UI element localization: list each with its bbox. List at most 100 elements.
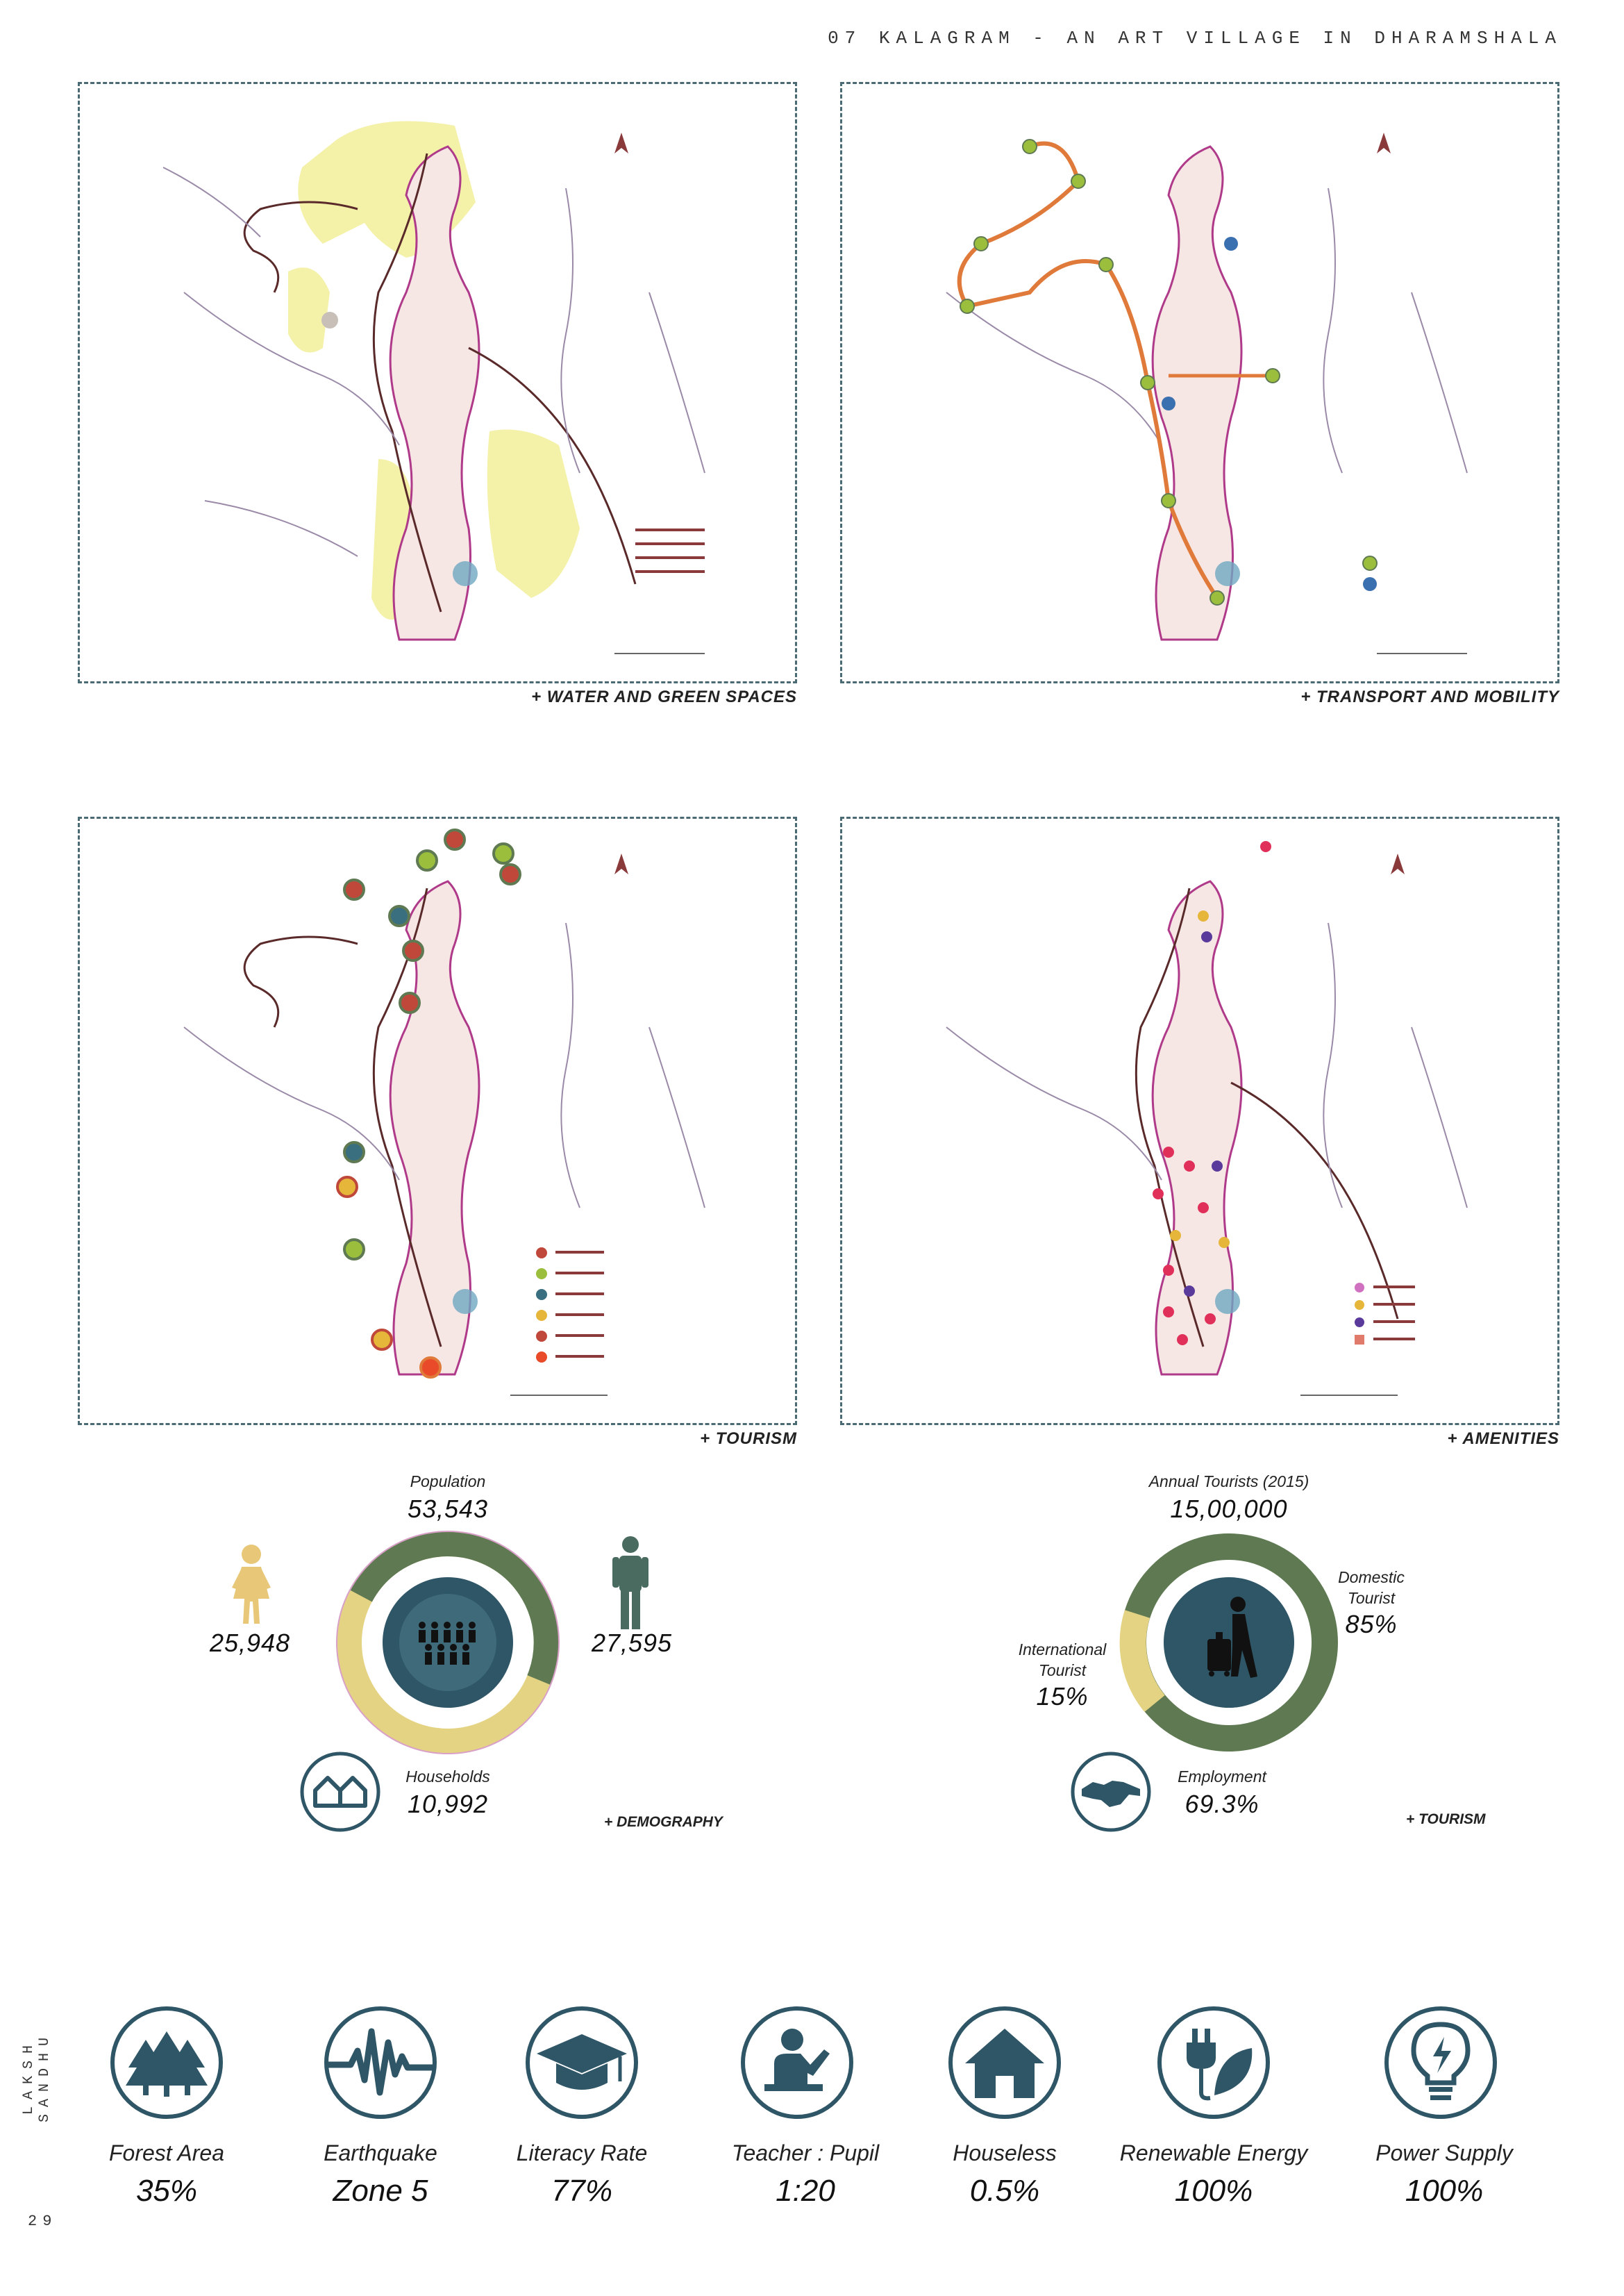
indicator-value: 0.5% <box>969 2174 1040 2208</box>
households-value: 10,992 <box>407 1790 489 1818</box>
stream <box>560 922 580 1208</box>
trees-icon <box>110 2006 223 2119</box>
water-body <box>1215 561 1240 586</box>
hospital-marker <box>1201 931 1212 942</box>
hospital-marker <box>1184 1286 1195 1297</box>
female-count: 25,948 <box>209 1629 291 1657</box>
indicator-value: 100% <box>1174 2174 1253 2208</box>
religious-attractor-marker <box>499 863 521 885</box>
bus-stop-marker <box>1140 375 1155 390</box>
north-arrow-icon <box>614 854 628 874</box>
road <box>243 935 358 1028</box>
road <box>243 201 358 293</box>
map-tourism <box>78 817 797 1425</box>
male-ring-segment <box>350 1531 449 1602</box>
map-legend <box>1355 1283 1415 1345</box>
nature-attractor-marker <box>492 842 514 865</box>
stream <box>1323 188 1343 474</box>
cultural-attractor-marker <box>336 1176 358 1198</box>
road <box>1230 1081 1399 1320</box>
stream <box>162 167 261 238</box>
recreational-attractor-marker <box>419 1356 442 1379</box>
female-icon <box>232 1545 271 1624</box>
forest-zone <box>288 267 330 353</box>
school-marker <box>1177 1334 1188 1345</box>
road <box>372 153 442 613</box>
parking-marker <box>1224 237 1238 251</box>
lightbulb-icon <box>1384 2006 1497 2119</box>
bus-route <box>957 141 1219 599</box>
nature-attractor-marker <box>416 849 438 872</box>
stream <box>204 500 358 557</box>
school-marker <box>1153 1188 1164 1199</box>
male-count: 27,595 <box>591 1629 673 1657</box>
map-transport-mobility <box>840 82 1559 683</box>
stream <box>648 292 705 474</box>
religious-attractor-marker <box>444 829 466 851</box>
author-name: LAKSH SANDHU <box>21 2031 53 2123</box>
indicator-label: Power Supply <box>1375 2140 1513 2165</box>
forest-zone <box>487 429 580 598</box>
international-label-1: International <box>1018 1640 1107 1658</box>
school-marker <box>1184 1161 1195 1172</box>
indicator-value: 100% <box>1405 2174 1484 2208</box>
teacher-icon <box>741 2006 853 2119</box>
stream <box>560 188 580 474</box>
tourist-split-donut <box>1119 1533 1338 1752</box>
phc-marker <box>1170 1230 1181 1241</box>
bus-stop-marker <box>1022 139 1037 154</box>
bus-stop-marker <box>1161 493 1176 508</box>
religious-attractor-marker <box>402 940 424 962</box>
map-water-green-graphic <box>162 121 705 654</box>
bus-terminal-marker <box>388 905 410 927</box>
male-icon <box>612 1536 648 1629</box>
bus-stop-marker <box>1098 257 1114 272</box>
bus-stop-marker <box>1209 590 1225 606</box>
school-marker <box>1260 841 1271 852</box>
map-caption: + TOURISM <box>700 1429 797 1448</box>
indicator-label: Earthquake <box>324 2140 437 2165</box>
domestic-label-1: Domestic <box>1338 1568 1405 1586</box>
road <box>1135 888 1205 1347</box>
map-caption: + WATER AND GREEN SPACES <box>531 688 797 706</box>
stream <box>946 292 1162 446</box>
road <box>372 888 442 1347</box>
house-icon <box>948 2006 1061 2119</box>
employment-label: Employment <box>1178 1767 1266 1786</box>
indicator-label: Literacy Rate <box>516 2140 648 2165</box>
graduation-cap-icon <box>526 2006 638 2119</box>
map-water-green <box>78 82 797 683</box>
phc-marker <box>1219 1237 1230 1248</box>
population-donut <box>336 1531 560 1754</box>
indicator-label: Houseless <box>953 2140 1057 2165</box>
map-legend <box>536 1247 604 1363</box>
map-caption: + AMENITIES <box>1447 1429 1559 1448</box>
households-label: Households <box>405 1767 490 1786</box>
religious-attractor-marker <box>343 879 365 901</box>
water-body <box>453 561 478 586</box>
population-label: Population <box>410 1472 486 1490</box>
cultural-attractor-marker <box>371 1329 393 1351</box>
bus-terminal-marker <box>343 1141 365 1163</box>
indicator-label: Teacher : Pupil <box>731 2140 880 2165</box>
crowd-icon <box>419 1622 476 1665</box>
indicator-value: Zone 5 <box>333 2174 428 2208</box>
traveller-icon <box>1207 1597 1257 1678</box>
employment-value: 69.3% <box>1184 1790 1259 1818</box>
outer-ring-outline <box>336 1531 560 1754</box>
map-amenities-graphic <box>946 841 1468 1396</box>
indicator-value: 35% <box>135 2174 198 2208</box>
households-icon <box>300 1752 380 1832</box>
page-header: 07 KALAGRAM - AN ART VILLAGE IN DHARAMSH… <box>828 28 1562 49</box>
school-marker <box>1163 1265 1174 1276</box>
annual-tourists-value: 15,00,000 <box>1170 1495 1288 1523</box>
school-marker <box>1198 1202 1209 1213</box>
north-arrow-icon <box>1377 133 1391 153</box>
indicator-label: Forest Area <box>109 2140 224 2165</box>
school-marker <box>1163 1147 1174 1158</box>
domestic-value: 85% <box>1345 1610 1398 1638</box>
indicator-value: 77% <box>551 2174 613 2208</box>
map-caption: + TRANSPORT AND MOBILITY <box>1300 688 1559 706</box>
bus-stop-marker <box>1071 174 1086 189</box>
stream <box>1323 922 1343 1208</box>
